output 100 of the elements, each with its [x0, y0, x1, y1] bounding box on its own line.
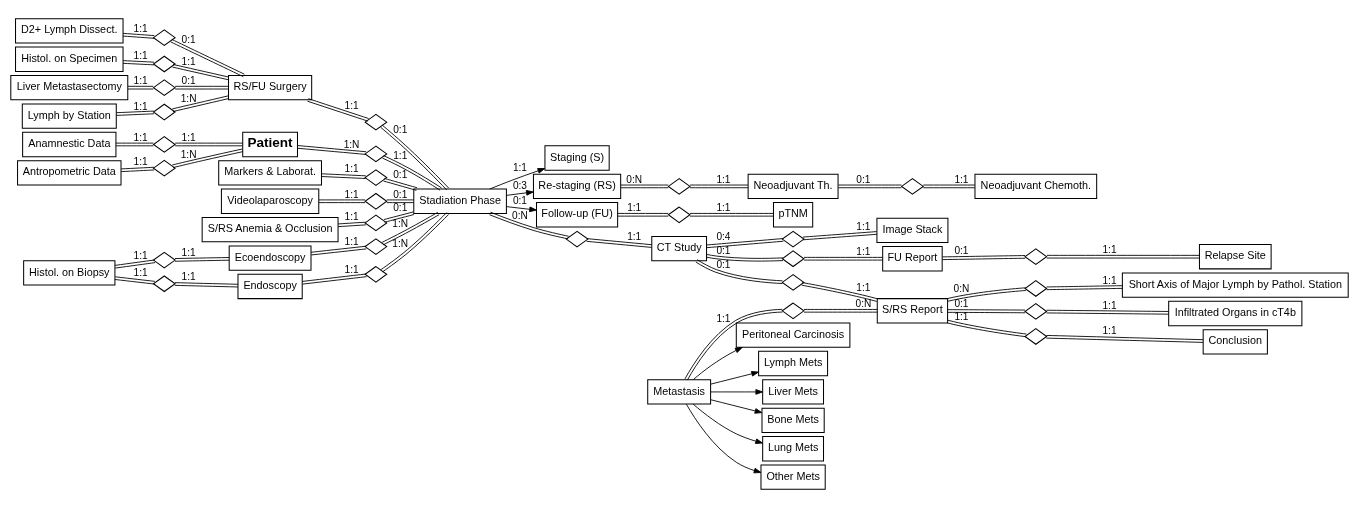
node-diamond — [152, 136, 176, 153]
arrow — [692, 346, 743, 381]
connector — [617, 213, 669, 217]
node-diamond — [364, 113, 388, 131]
node-diamond — [364, 145, 388, 163]
edge-label: 1:1 — [133, 23, 148, 35]
node-diamond — [364, 214, 388, 232]
edge-label: 1:N — [180, 92, 197, 104]
connector — [383, 177, 418, 191]
node-diamond — [152, 103, 176, 121]
node-box: Peritoneal Carcinosis — [735, 322, 851, 348]
arrow — [710, 399, 763, 414]
connector — [297, 145, 367, 155]
connector — [116, 110, 155, 116]
connector — [337, 221, 367, 228]
edge-label: 1:1 — [133, 156, 148, 168]
edge-label: 1:1 — [1102, 274, 1117, 286]
connector — [1046, 285, 1123, 291]
node-box: Histol. on Biopsy — [23, 260, 116, 286]
connector — [586, 238, 653, 248]
node-box: Liver Mets — [762, 379, 825, 405]
edge-label: 0:N — [626, 174, 643, 186]
node-diamond — [152, 29, 176, 47]
edge-label: 0:N — [953, 282, 970, 294]
node-box: Staging (S) — [544, 145, 610, 171]
edge-label: 0:3 — [512, 180, 527, 192]
edge-label: 1:1 — [856, 246, 871, 258]
node-diamond — [152, 159, 176, 177]
connector — [706, 238, 784, 249]
edge-label: 1:1 — [344, 235, 359, 247]
node-box: Lymph Mets — [758, 350, 829, 377]
connector — [115, 142, 154, 147]
node-box: Bone Mets — [761, 407, 825, 433]
connector — [1045, 334, 1204, 343]
node-diamond — [565, 230, 589, 248]
edge-label: 0:1 — [181, 75, 196, 87]
edge-label: 1:1 — [181, 247, 196, 259]
connector — [802, 231, 878, 241]
connector — [114, 276, 156, 285]
arrow — [506, 206, 537, 213]
node-box: Follow-up (FU) — [536, 202, 619, 228]
edge-label: 1:1 — [344, 188, 359, 200]
node-box: CT Study — [651, 235, 708, 262]
edge-label: 1:1 — [716, 174, 731, 186]
connector — [174, 257, 230, 262]
connector — [171, 95, 230, 112]
edge-label: 1:1 — [344, 163, 359, 175]
edge-label: 0:N — [512, 209, 528, 221]
node-diamond — [152, 55, 176, 73]
node-box: Endoscopy — [237, 273, 303, 300]
connector — [689, 184, 749, 189]
edge-label: 1:N — [343, 138, 360, 150]
connector — [383, 211, 415, 223]
edge-label: 1:1 — [856, 282, 871, 294]
node-box: Conclusion — [1202, 329, 1268, 355]
node-diamond — [364, 265, 388, 283]
edge-label: 0:4 — [716, 231, 731, 243]
node-diamond — [364, 192, 388, 210]
node-diamond — [152, 251, 176, 269]
connector — [321, 173, 367, 179]
node-diamond — [781, 230, 805, 248]
connector — [122, 60, 155, 66]
connector — [170, 38, 245, 78]
node-box: Infiltrated Organs in cT4b — [1168, 300, 1303, 327]
connector — [127, 85, 154, 90]
connector — [803, 256, 883, 261]
node-box: Patient — [242, 131, 298, 158]
edge-label: 1:1 — [856, 220, 871, 232]
arrow — [489, 168, 546, 190]
node-box: FU Report — [882, 246, 943, 272]
edge-label: 0:1 — [393, 169, 408, 181]
connector — [174, 282, 239, 288]
edge-label: 0:1 — [393, 201, 408, 213]
connector — [310, 245, 367, 256]
edge-label: 1:1 — [133, 267, 148, 279]
connector — [620, 184, 669, 189]
edge-label: 1:1 — [133, 75, 148, 87]
node-diamond — [364, 238, 388, 255]
node-diamond — [152, 79, 176, 97]
connector — [380, 124, 450, 191]
node-box: Videolaparoscopy — [220, 188, 320, 214]
edge-label: 1:1 — [133, 100, 148, 112]
node-box: Stadiation Phase — [413, 188, 507, 214]
connector — [120, 166, 155, 173]
connector — [1046, 309, 1170, 315]
edge-label: 0:N — [855, 298, 872, 310]
node-diamond — [781, 250, 805, 268]
connector — [837, 184, 902, 189]
connector — [689, 213, 774, 217]
arrow — [692, 403, 763, 444]
node-box: Antropometric Data — [17, 160, 122, 186]
node-diamond — [152, 275, 176, 293]
connector — [382, 155, 442, 191]
edge-label: 1:1 — [133, 132, 148, 144]
edge-label: 1:1 — [1102, 244, 1117, 256]
connector — [122, 32, 155, 39]
connector — [386, 199, 415, 204]
edge-label: 1:1 — [344, 211, 359, 223]
edge-label: 1:1 — [393, 149, 408, 161]
connector — [946, 287, 1027, 302]
